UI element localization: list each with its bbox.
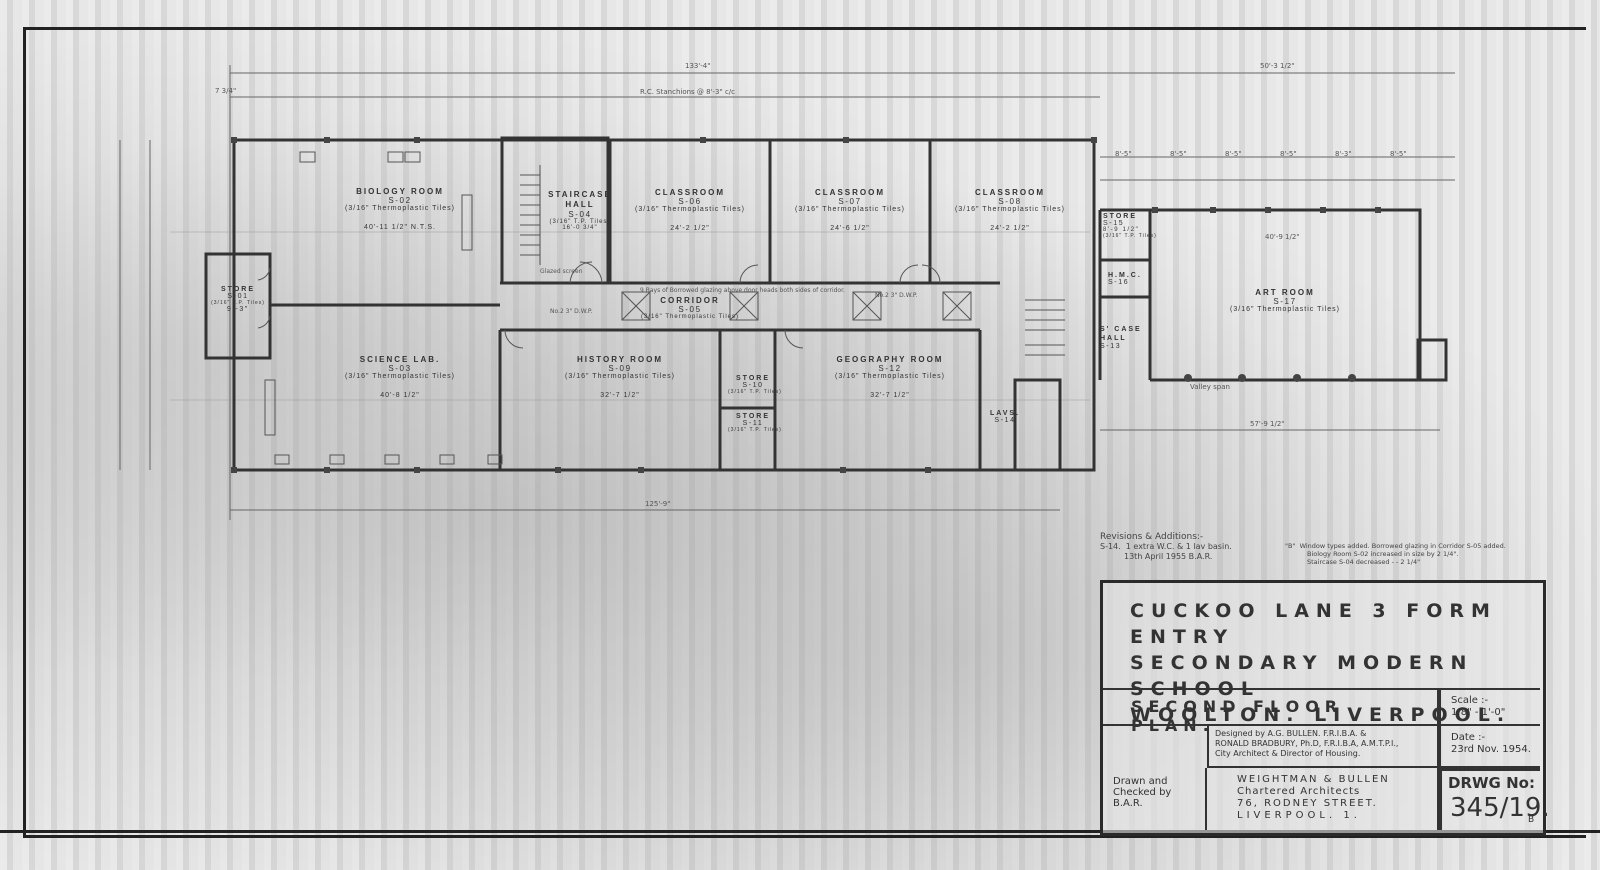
- overall-bottom-dimension: 125'-9": [645, 500, 671, 508]
- scale-cell: Scale :- 1/8" - 1'-0": [1439, 688, 1540, 726]
- art-room-width: 40'-9 1/2": [1265, 233, 1300, 241]
- drawing-number: 345/19.: [1450, 793, 1550, 823]
- drawing-number-cell: DRWG No: 345/19. B: [1439, 768, 1550, 830]
- art-bay-3: 8'-5": [1225, 150, 1242, 158]
- valley-span-note: Valley span: [1190, 383, 1230, 391]
- revisions-block-1: Revisions & Additions:- S-14. 1 extra W.…: [1100, 532, 1232, 561]
- architects: WEIGHTMAN & BULLEN Chartered Architects …: [1237, 774, 1390, 821]
- drawing-border: [23, 27, 1586, 838]
- room-hmc: H.M.C.S-16: [1108, 272, 1142, 286]
- art-bay-5: 8'-3": [1335, 150, 1352, 158]
- sheet-title-cell: SECOND FLOOR PLAN.: [1103, 688, 1439, 735]
- left-offset-dimension: 7 3/4": [215, 87, 237, 95]
- revisions-block-2: "B" Window types added. Borrowed glazing…: [1285, 542, 1506, 566]
- bottom-border-line: [0, 830, 1600, 833]
- corridor-dwp-right: No.2 3" D.W.P.: [875, 292, 918, 299]
- title-block: [1100, 580, 1546, 836]
- drawn-checked-cell: Drawn and Checked by B.A.R.: [1103, 768, 1207, 830]
- drawing-number-label: DRWG No:: [1448, 774, 1535, 792]
- art-room-bottom-dimension: 57'-9 1/2": [1250, 420, 1285, 428]
- art-bay-2: 8'-5": [1170, 150, 1187, 158]
- architects-cell: WEIGHTMAN & BULLEN Chartered Architects …: [1207, 768, 1439, 830]
- art-bay-6: 8'-5": [1390, 150, 1407, 158]
- scale-value: 1/8" - 1'-0": [1451, 707, 1506, 718]
- art-bay-1: 8'-5": [1115, 150, 1132, 158]
- stanchions-note: R.C. Stanchions @ 8'-3" c/c: [640, 88, 735, 96]
- corridor-glazing-note: 9 Bays of Borrowed glazing above door he…: [640, 287, 845, 294]
- project-title: CUCKOO LANE 3 FORM ENTRY SECONDARY MODER…: [1130, 600, 1512, 726]
- revision-letter: B: [1528, 815, 1535, 825]
- overall-top-right-dimension: 50'-3 1/2": [1260, 62, 1295, 70]
- glazed-screen-note: Glazed screen: [540, 268, 583, 275]
- art-bay-4: 8'-5": [1280, 150, 1297, 158]
- overall-top-dimension: 133'-4": [685, 62, 711, 70]
- designed-by-cell: Designed by A.G. BULLEN. F.R.I.B.A. & RO…: [1207, 726, 1439, 768]
- sheet-title: SECOND FLOOR PLAN.: [1131, 697, 1344, 735]
- date-value: 23rd Nov. 1954.: [1451, 744, 1531, 755]
- room-lavs: LAVS.S-14: [989, 410, 1021, 424]
- drawn-checked: Drawn and Checked by B.A.R.: [1113, 776, 1172, 809]
- date-cell: Date :- 23rd Nov. 1954.: [1439, 726, 1540, 768]
- date-label: Date :-: [1451, 732, 1486, 743]
- scale-label: Scale :-: [1451, 695, 1489, 706]
- corridor-dwp-left: No.2 3" D.W.P.: [550, 308, 593, 315]
- room-science-lab: SCIENCE LAB.S-03(3/16" Thermoplastic Til…: [345, 355, 455, 399]
- designed-by: Designed by A.G. BULLEN. F.R.I.B.A. & RO…: [1215, 729, 1399, 758]
